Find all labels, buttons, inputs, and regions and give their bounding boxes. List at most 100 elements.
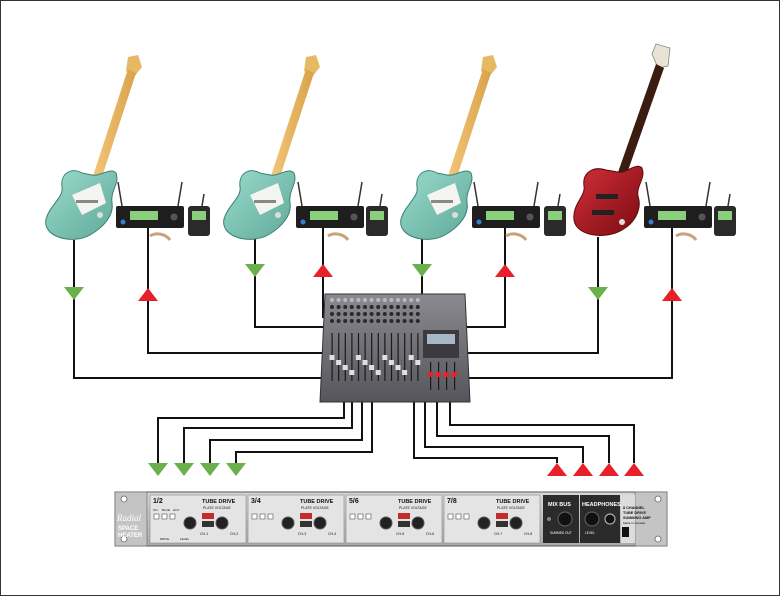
mixer-knob xyxy=(389,319,394,323)
fader-cap xyxy=(382,355,388,360)
mix-level-knob xyxy=(557,511,573,527)
led xyxy=(547,517,551,521)
down-arrow xyxy=(245,264,265,277)
down-arrow xyxy=(64,287,84,300)
mixer-knob xyxy=(415,305,420,309)
mixer-knob xyxy=(382,312,387,316)
tube-drive-label: TUBE DRIVE xyxy=(202,499,236,505)
fader-cap xyxy=(436,372,441,377)
wireless-receiver-icon xyxy=(116,181,184,228)
switch-label: ON xyxy=(153,508,158,512)
cable-network-upper xyxy=(73,225,673,379)
mixer-knob xyxy=(349,319,354,323)
mixer-knob xyxy=(415,312,420,316)
mixer-knob xyxy=(409,305,414,309)
bodypack-transmitter-icon xyxy=(188,193,210,236)
signal-arrows xyxy=(64,264,682,476)
bodypack-transmitter-icon xyxy=(714,193,736,236)
drive-knob xyxy=(215,516,229,530)
push-switch xyxy=(455,513,462,520)
mixer-knob xyxy=(382,298,387,302)
mixer-knob xyxy=(356,305,361,309)
fader-cap xyxy=(408,355,414,360)
mixer-knob xyxy=(396,298,400,302)
plate-voltage-label: PLATE VOLTAGE xyxy=(399,506,427,510)
guitar-icon xyxy=(45,55,142,240)
mixer-knob xyxy=(336,312,341,316)
mixer-knob xyxy=(356,319,361,323)
drive-knob xyxy=(379,516,393,530)
fader-cap xyxy=(388,360,394,365)
push-switch xyxy=(365,513,372,520)
mixer-knob xyxy=(402,312,407,316)
push-switch xyxy=(259,513,266,520)
fader-cap xyxy=(395,365,401,370)
fader-slot xyxy=(404,333,406,381)
bodypack-transmitter-icon xyxy=(366,193,388,236)
product-name-line2: HEATER xyxy=(118,533,143,539)
mixer-knob xyxy=(343,305,348,309)
push-switch xyxy=(153,513,160,520)
mixer-knob xyxy=(330,312,334,316)
tube-window xyxy=(202,513,214,519)
mixer-knob xyxy=(363,305,367,309)
channel-label: CH-1 xyxy=(200,532,208,536)
mixer-knob xyxy=(382,305,387,309)
mixer-knob xyxy=(389,305,394,309)
fader-cap xyxy=(355,355,361,360)
guitar-icon xyxy=(223,55,320,240)
headphone-jack xyxy=(604,513,616,525)
mixer-knob xyxy=(363,319,367,323)
mixer-knob xyxy=(363,298,367,302)
lapel-clip xyxy=(149,232,172,241)
description-line: 8 CHANNEL xyxy=(623,506,645,510)
fader-slot xyxy=(344,333,346,381)
lapel-clip xyxy=(505,232,528,241)
down-arrow xyxy=(226,463,246,476)
mixer-knob xyxy=(402,298,407,302)
mixer-knob xyxy=(402,305,407,309)
cable-network-lower xyxy=(157,402,635,463)
push-switch xyxy=(161,513,168,520)
tube-drive-label: TUBE DRIVE xyxy=(300,499,334,505)
guitar-icon xyxy=(400,55,497,240)
description-line: Made in Canada xyxy=(623,521,645,525)
mixer-knob xyxy=(369,319,374,323)
mixer-knob xyxy=(415,319,420,323)
mixer-knob xyxy=(415,298,420,302)
push-switch xyxy=(463,513,470,520)
drive-knob xyxy=(183,516,197,530)
fader-cap xyxy=(375,370,381,375)
up-arrow xyxy=(624,463,644,476)
push-switch xyxy=(251,513,258,520)
drive-label: DRIVE xyxy=(160,537,169,541)
headphones-label: HEADPHONES xyxy=(582,502,621,508)
tube-window xyxy=(398,513,410,519)
indicator xyxy=(398,521,410,527)
mixer-knob xyxy=(336,298,341,302)
mixer-knob xyxy=(396,305,400,309)
up-arrow xyxy=(573,463,593,476)
drive-knob xyxy=(313,516,327,530)
up-arrow xyxy=(662,288,682,301)
lapel-clip xyxy=(675,232,698,241)
level-label: LEVEL xyxy=(180,537,190,541)
mix-bus-label: MIX BUS xyxy=(548,502,571,508)
mixer-knob xyxy=(349,305,354,309)
plate-voltage-label: PLATE VOLTAGE xyxy=(203,506,231,510)
description-line: TUBE DRIVE xyxy=(623,511,646,515)
mixer-knob xyxy=(336,319,341,323)
hp-level-label: LEVEL xyxy=(585,531,595,535)
push-switch xyxy=(447,513,454,520)
mixer-knob xyxy=(402,319,407,323)
mixer-knob xyxy=(409,319,414,323)
channel-label: CH-6 xyxy=(426,532,434,536)
group-id-label: 1/2 xyxy=(153,498,163,505)
indicator xyxy=(496,521,508,527)
mixer-knob xyxy=(389,312,394,316)
headphone-level-knob xyxy=(584,511,600,527)
switch-label: BLUE xyxy=(162,508,170,512)
description-line: SUMMING AMP xyxy=(623,516,651,520)
channel-label: CH-2 xyxy=(230,532,238,536)
fader-cap xyxy=(336,360,342,365)
